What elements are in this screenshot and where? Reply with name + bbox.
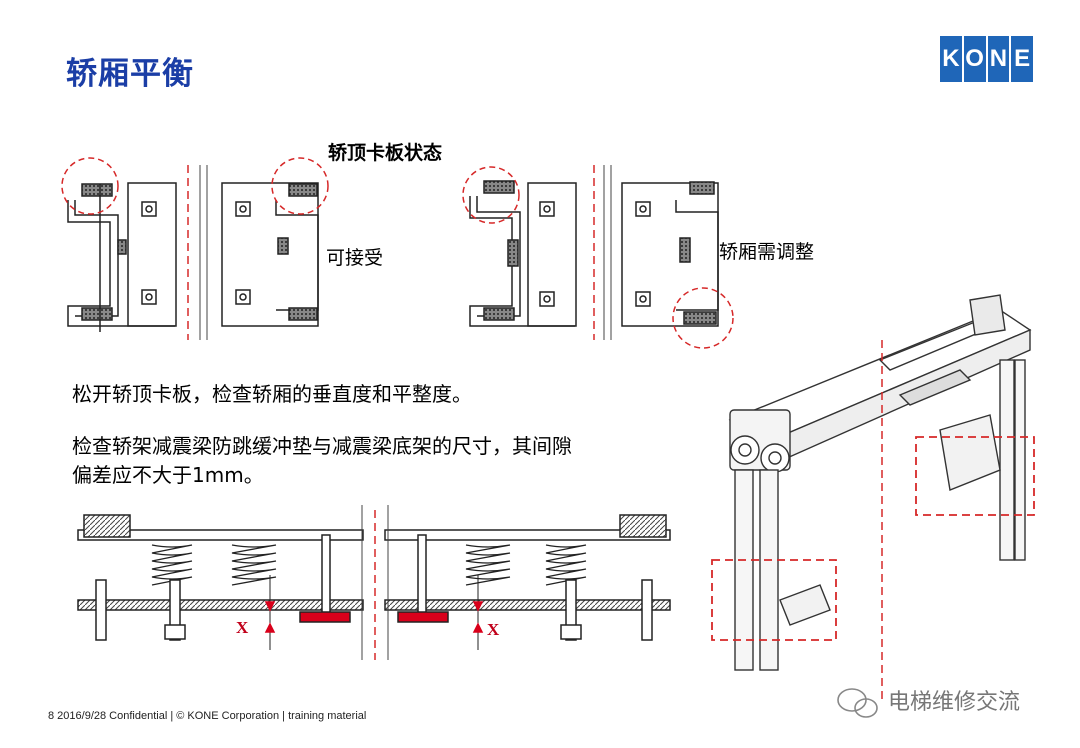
watermark-text: 电梯维修交流 bbox=[888, 690, 1021, 715]
instruction-paragraph-2-line-1: 检查轿架减震梁防跳缓冲垫与减震梁底架的尺寸，其间隙 bbox=[72, 434, 572, 458]
slide-title: 轿厢平衡 bbox=[66, 56, 194, 92]
logo-letter: K bbox=[940, 36, 962, 82]
clamp-diagram-acceptable bbox=[61, 157, 329, 332]
buffer-beam-diagram bbox=[77, 514, 671, 650]
clamp-diagram-adjust bbox=[462, 166, 734, 349]
instruction-paragraph-2-line-2: 偏差应不大于1mm。 bbox=[72, 463, 264, 487]
watermark: 电梯维修交流 bbox=[850, 684, 1020, 716]
car-frame-drawing bbox=[728, 294, 1032, 671]
kone-logo: K O N E bbox=[940, 36, 1033, 82]
logo-letter: E bbox=[1011, 36, 1033, 82]
diagram-title: 轿顶卡板状态 bbox=[328, 142, 443, 164]
instruction-paragraph-1: 松开轿顶卡板，检查轿厢的垂直度和平整度。 bbox=[72, 382, 472, 406]
logo-letter: O bbox=[963, 36, 986, 82]
label-needs-adjustment: 轿厢需调整 bbox=[719, 241, 815, 263]
logo-letter: N bbox=[987, 36, 1010, 82]
label-acceptable: 可接受 bbox=[326, 247, 384, 269]
gap-marker-left: X bbox=[236, 618, 249, 637]
gap-marker-right: X bbox=[487, 620, 500, 639]
slide-footer: 8 2016/9/28 Confidential | © KONE Corpor… bbox=[48, 710, 367, 722]
wechat-icon bbox=[837, 688, 878, 718]
